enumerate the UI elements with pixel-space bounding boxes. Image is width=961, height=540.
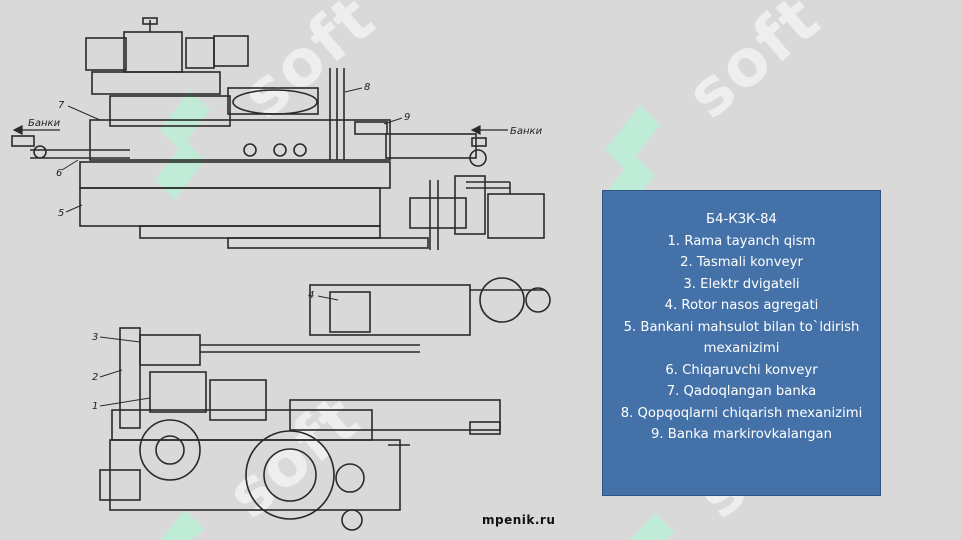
legend-item: 1. Rama tayanch qism — [667, 233, 816, 249]
label-5: 5 — [58, 208, 64, 219]
legend-item: 7. Qadoqlangan banka — [666, 384, 817, 399]
label-3: 3 — [92, 332, 98, 343]
legend-item: 3. Elektr dvigateli — [683, 276, 800, 292]
legend-title: Б4-КЗК-84 — [706, 212, 777, 227]
label-4: 4 — [308, 290, 314, 301]
label-banki-left: Банки — [28, 118, 61, 129]
legend-item: 4. Rotor nasos agregati — [664, 298, 819, 313]
legend-box: Б4-КЗК-84 1. Rama tayanch qism 2. Tasmal… — [602, 190, 881, 496]
legend-item: 2. Tasmali konveyr — [680, 255, 803, 270]
label-8: 8 — [364, 82, 370, 93]
watermark-logo-icon — [630, 513, 675, 540]
legend-item: 5. Bankani mahsulot bilan to`ldirish mex… — [623, 319, 860, 357]
legend-item: 6. Chiqaruvchi konveyr — [665, 362, 818, 378]
label-6: 6 — [56, 168, 62, 179]
watermark-text: soft — [673, 0, 835, 134]
source-caption: mpenik.ru — [482, 513, 556, 527]
label-2: 2 — [92, 372, 98, 383]
label-1: 1 — [92, 401, 98, 412]
legend-item: 9. Banka markirovkalangan — [651, 427, 832, 442]
legend-item: 8. Qopqoqlarni chiqarish mexanizimi — [620, 405, 863, 421]
machine-drawing: Банки Банки 7 6 5 8 9 3 2 1 4 — [11, 17, 551, 531]
label-9: 9 — [404, 112, 410, 123]
label-banki-right: Банки — [510, 126, 543, 137]
label-7: 7 — [58, 100, 65, 111]
